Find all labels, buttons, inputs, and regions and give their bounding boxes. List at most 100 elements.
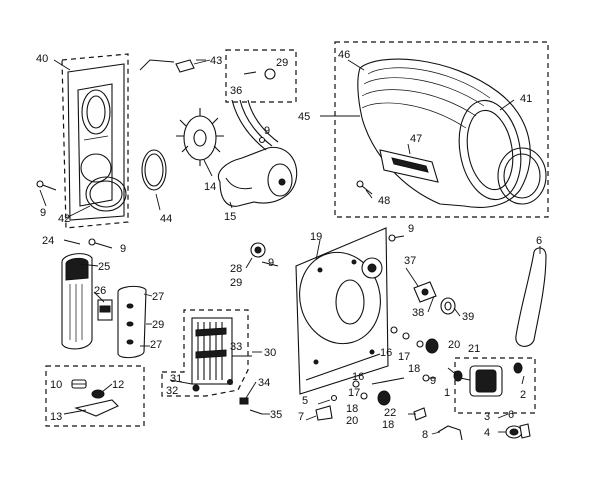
callout-29-cover-lower: 27 xyxy=(150,339,162,351)
callout-22: 22 xyxy=(384,407,396,419)
callout-15: 15 xyxy=(224,211,236,223)
callout-7: 7 xyxy=(298,411,304,423)
callout-45: 45 xyxy=(298,111,310,123)
callout-38: 38 xyxy=(412,307,424,319)
callout-46: 46 xyxy=(338,49,350,61)
callout-33: 33 xyxy=(230,341,242,353)
motor-box xyxy=(454,357,536,414)
callout-17-lower: 17 xyxy=(348,387,360,399)
callout-26: 26 xyxy=(94,285,106,297)
drum-baffle-part-47 xyxy=(379,149,439,183)
callout-44: 44 xyxy=(160,213,172,225)
callout-3: 3 xyxy=(484,411,490,423)
heater-terminal-icon xyxy=(192,379,233,392)
lint-housing-part xyxy=(61,253,93,350)
callout-9-motor: 9 xyxy=(430,375,436,387)
callout-29-bearing: 29 xyxy=(230,277,242,289)
callout-9-blower: 9 xyxy=(264,125,270,137)
callout-9-lint: 9 xyxy=(120,243,126,255)
callout-18-bottom: 18 xyxy=(382,419,394,431)
callout-18-upper: 18 xyxy=(408,363,420,375)
motor-mount-clip-part-2 xyxy=(513,362,523,374)
blower-assembly-box xyxy=(225,49,297,103)
cover-plate-part-27 xyxy=(117,285,147,359)
callout-8: 8 xyxy=(422,429,428,441)
callout-34: 34 xyxy=(258,377,270,389)
callout-16-lower: 16 xyxy=(352,371,364,383)
callout-2: 2 xyxy=(520,389,526,401)
leader-lines xyxy=(39,59,541,435)
callout-48: 48 xyxy=(378,195,390,207)
callout-39: 39 xyxy=(462,311,474,323)
seal-ring-part-44 xyxy=(141,149,167,191)
callout-28: 28 xyxy=(230,263,242,275)
front-duct-panel-part xyxy=(67,63,125,221)
callout-36: 36 xyxy=(230,85,242,97)
callout-18-lower: 18 xyxy=(346,403,358,415)
bulkhead-screw-icon xyxy=(388,234,405,242)
callout-6: 6 xyxy=(536,235,542,247)
callout-9-bulkhead: 9 xyxy=(408,223,414,235)
callout-9-bearing: 9 xyxy=(268,257,274,269)
callout-47: 47 xyxy=(410,133,422,145)
callout-1: 1 xyxy=(444,387,450,399)
callout-27: 29 xyxy=(152,319,164,331)
callout-16-upper: 16 xyxy=(380,347,392,359)
drum-screw-icon xyxy=(356,180,373,195)
callout-5: 5 xyxy=(302,395,308,407)
blower-housing-part xyxy=(218,146,298,207)
rear-bulkhead-part xyxy=(295,227,389,395)
heater-bracket-box xyxy=(161,309,249,397)
switch-part-26 xyxy=(97,299,113,321)
callout-labels: 40 43 29 36 46 45 41 47 48 9 42 44 14 15… xyxy=(36,49,542,441)
dryer-drum-part xyxy=(357,58,531,208)
callout-10: 10 xyxy=(50,379,62,391)
callout-6-motor: 6 xyxy=(508,409,514,421)
callout-43: 43 xyxy=(210,55,222,67)
thermostat-kit-box xyxy=(45,365,145,427)
callout-21: 21 xyxy=(468,343,480,355)
front-panel-box xyxy=(61,53,129,229)
callout-30: 30 xyxy=(264,347,276,359)
callout-29-cover: 27 xyxy=(152,291,164,303)
callout-17-upper: 17 xyxy=(398,351,410,363)
drive-belt-part-6 xyxy=(515,247,547,347)
callout-12: 12 xyxy=(112,379,124,391)
heater-coil-assembly xyxy=(191,317,233,385)
blower-wheel-part xyxy=(176,108,224,166)
clip-pair-22 xyxy=(413,407,427,421)
drum-seal-ring-part-41 xyxy=(497,147,547,205)
bearing-part-28 xyxy=(250,242,279,267)
pulley-washer-part-39 xyxy=(440,297,456,315)
callout-41: 41 xyxy=(520,93,532,105)
blower-duct-strap xyxy=(231,99,279,151)
callout-20-upper: 20 xyxy=(448,339,460,351)
motor-part-1 xyxy=(453,365,503,397)
callout-31: 31 xyxy=(170,373,182,385)
callout-37: 37 xyxy=(404,255,416,267)
clip-part-43 xyxy=(139,59,206,73)
callout-35: 35 xyxy=(270,409,282,421)
idler-pulley-part-37 xyxy=(413,281,437,303)
callout-25: 25 xyxy=(98,261,110,273)
drum-assembly-box xyxy=(334,41,549,218)
callout-9-front: 9 xyxy=(40,207,46,219)
blower-bolt-cluster xyxy=(390,326,439,382)
blower-screw-icon xyxy=(243,68,276,144)
motor-coupling-part-4 xyxy=(505,423,531,439)
motor-shaft-parts xyxy=(315,377,405,421)
callout-42: 42 xyxy=(58,213,70,225)
callout-4: 4 xyxy=(484,427,490,439)
callout-14: 14 xyxy=(204,181,216,193)
fastener-34-icon xyxy=(239,397,263,415)
callout-40: 40 xyxy=(36,53,48,65)
callout-24: 24 xyxy=(42,235,54,247)
callout-32: 32 xyxy=(166,385,178,397)
screw-icon xyxy=(36,180,57,191)
callout-13: 13 xyxy=(50,411,62,423)
screw-pair-icon xyxy=(63,238,113,249)
callout-20-lower: 20 xyxy=(346,415,358,427)
callout-19: 19 xyxy=(310,231,322,243)
